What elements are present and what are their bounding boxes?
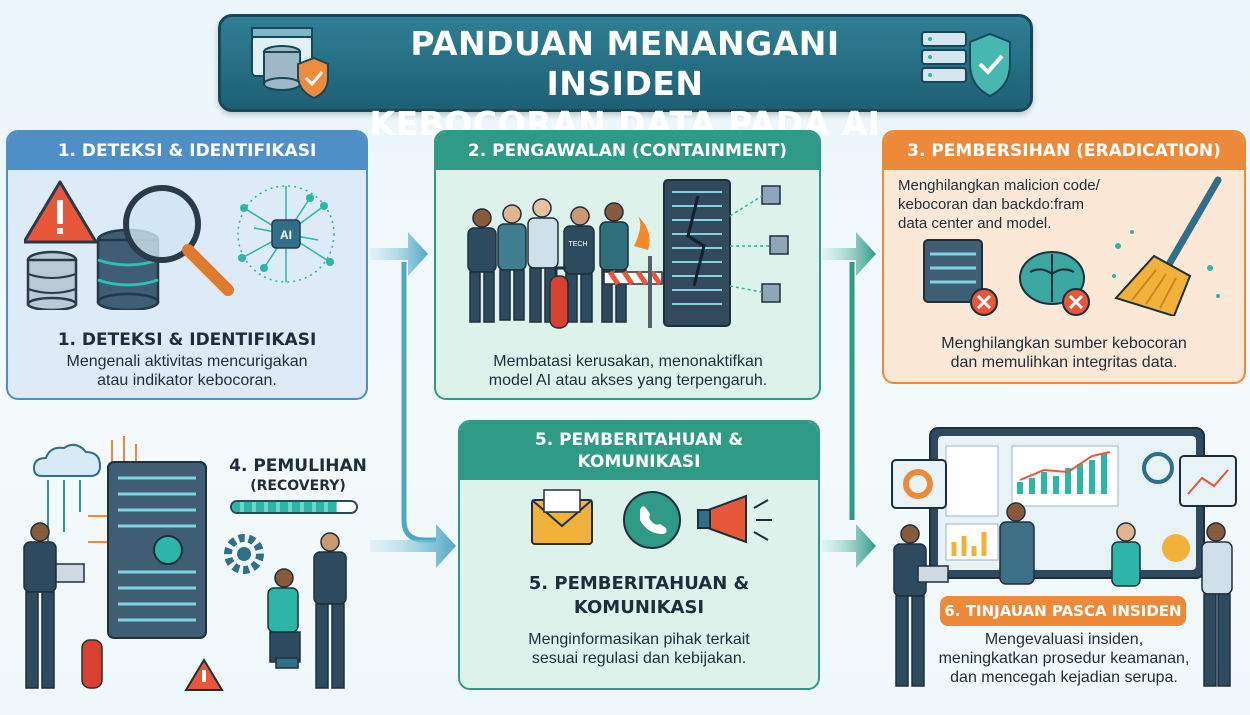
step-pemberitahuan-desc-line1: Menginformasikan pihak terkait xyxy=(528,631,750,648)
server-rack-icon xyxy=(663,179,731,327)
technicians xyxy=(23,522,347,689)
communication-icons xyxy=(531,489,772,549)
warning-icon xyxy=(24,180,98,244)
gear-icon xyxy=(224,534,264,574)
title-line-1: PANDUAN MENANGANI INSIDEN xyxy=(410,24,840,103)
pembersihan-illustration xyxy=(923,176,1222,316)
fire-extinguisher-icon xyxy=(81,639,103,689)
step-pemulihan-title: 4. PEMULIHAN (RECOVERY) xyxy=(226,456,370,496)
step-pembersihan-intro-line3: data center and model. xyxy=(898,215,1052,232)
recovery-progress-bar xyxy=(230,500,358,514)
step-pemberitahuan-title: 5. PEMBERITAHUAN & KOMUNIKASI xyxy=(468,572,810,620)
warning-icon xyxy=(184,658,224,691)
step-tinjauan-badge: 6. TINJAUAN PASCA INSIDEN xyxy=(940,596,1186,626)
step-pemberitahuan-desc: Menginformasikan pihak terkait sesuai re… xyxy=(468,630,810,668)
team-people: TECH xyxy=(467,198,629,323)
pengawalan-illustration: TECH xyxy=(467,179,789,329)
email-icon xyxy=(531,489,593,545)
review-team xyxy=(893,502,1233,687)
step-pengawalan-desc: Membatasi kerusakan, menonaktifkan model… xyxy=(452,352,804,390)
step-pemulihan-title-line2: (RECOVERY) xyxy=(250,478,346,494)
step-pemberitahuan-panel: 5. PEMBERITAHUAN & KOMUNIKASI xyxy=(458,420,820,690)
server-icon xyxy=(923,239,998,316)
brain-icon xyxy=(1019,251,1090,316)
broom-icon xyxy=(1114,176,1222,316)
cloud-icon xyxy=(32,443,102,477)
step-pembersihan-header: 3. PEMBERSIHAN (ERADICATION) xyxy=(884,132,1244,170)
step-pengawalan-desc-line1: Membatasi kerusakan, menonaktifkan xyxy=(493,353,763,370)
tinjauan-illustration xyxy=(891,427,1237,687)
step-deteksi-header: 1. DETEKSI & IDENTIFIKASI xyxy=(8,132,366,170)
megaphone-icon xyxy=(697,494,772,544)
page-title: PANDUAN MENANGANI INSIDEN KEBOCORAN DATA… xyxy=(340,24,910,144)
step-pemberitahuan-desc-line2: sesuai regulasi dan kebijakan. xyxy=(531,650,747,667)
server-rack-icon xyxy=(107,461,207,639)
step-deteksi-desc-line2: atau indikator kebocoran. xyxy=(97,372,277,389)
step-tinjauan-desc-line1: Mengevaluasi insiden, xyxy=(984,631,1144,648)
step-pemberitahuan-header: 5. PEMBERITAHUAN & KOMUNIKASI xyxy=(460,422,818,480)
step-pengawalan-desc-line2: model AI atau akses yang terpengaruh. xyxy=(488,372,768,389)
dashboard-icon xyxy=(929,427,1205,579)
neural-network-icon xyxy=(237,185,335,283)
step-pembersihan-intro: Menghilangkan malicion code/ kebocoran d… xyxy=(898,176,1118,233)
step-pembersihan-desc-line2: dan memulihkan integritas data. xyxy=(950,354,1178,371)
step-pemberitahuan-title-line1: 5. PEMBERITAHUAN & xyxy=(528,573,750,594)
step-pemberitahuan-header-line2: KOMUNIKASI xyxy=(577,452,701,472)
recovery-progress-fill xyxy=(232,502,338,512)
step-pembersihan-intro-line1: Menghilangkan malicion code/ xyxy=(898,177,1100,194)
phone-icon xyxy=(623,491,681,549)
deteksi-illustration: AI xyxy=(24,180,335,310)
database-icon xyxy=(26,250,78,310)
title-banner xyxy=(218,14,1033,112)
cube-nodes xyxy=(729,185,789,303)
step-pemberitahuan-header-line1: 5. PEMBERITAHUAN & xyxy=(534,430,744,450)
step-pengawalan-header: 2. PENGAWALAN (CONTAINMENT) xyxy=(436,132,819,170)
step-deteksi-title: 1. DETEKSI & IDENTIFIKASI xyxy=(57,330,317,350)
fire-extinguisher-icon xyxy=(549,266,569,329)
pemulihan-illustration xyxy=(23,436,347,691)
step-pembersihan-desc-line1: Menghilangkan sumber kebocoran xyxy=(941,335,1187,352)
step-pemulihan-title-line1: 4. PEMULIHAN xyxy=(229,456,367,476)
barrier-icon xyxy=(603,216,663,328)
step-deteksi-desc: Mengenali aktivitas mencurigakan atau in… xyxy=(24,352,350,390)
step-tinjauan-desc: Mengevaluasi insiden, meningkatkan prose… xyxy=(920,630,1208,687)
vest-label: TECH xyxy=(568,241,587,248)
ai-chip-label: AI xyxy=(280,228,292,242)
step-tinjauan-desc-line3: dan mencegah kejadian serupa. xyxy=(950,669,1178,686)
step-tinjauan-desc-line2: meningkatkan prosedur keamanan, xyxy=(938,650,1190,667)
step-deteksi-desc-line1: Mengenali aktivitas mencurigakan xyxy=(66,353,308,370)
server-shield-icon xyxy=(921,31,1011,98)
sparkle-dots xyxy=(1112,230,1220,298)
step-pembersihan-intro-line2: kebocoran dan backdo:fram xyxy=(898,196,1084,213)
step-pembersihan-desc: Menghilangkan sumber kebocoran dan memul… xyxy=(890,334,1238,372)
step-pemberitahuan-title-line2: KOMUNIKASI xyxy=(573,597,705,618)
database-shield-icon xyxy=(251,27,329,100)
magnifier-icon xyxy=(123,185,234,296)
